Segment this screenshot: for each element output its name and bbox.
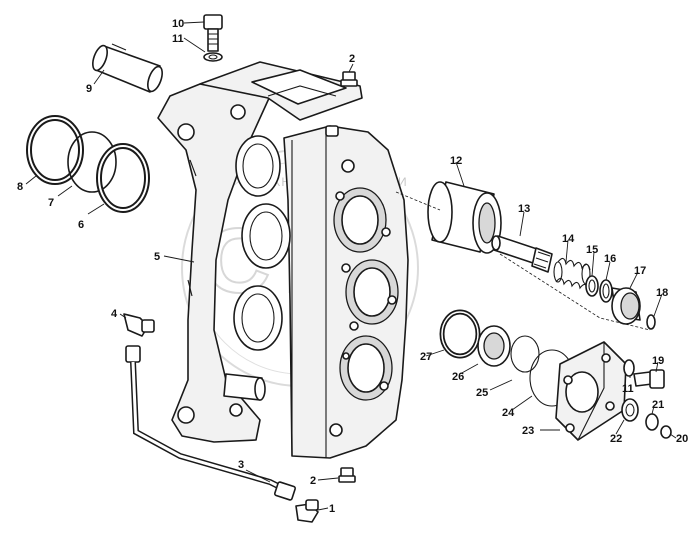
callout-9: 9 (86, 83, 92, 95)
part-2-plug-bottom (338, 467, 356, 483)
callout-12: 12 (450, 155, 462, 167)
part-11-washer-top (203, 52, 223, 62)
part-17-cap (611, 287, 641, 325)
callout-2-top: 2 (349, 53, 355, 65)
part-9-pin (92, 43, 163, 93)
callout-20: 20 (676, 433, 688, 445)
part-11-washer-right (623, 359, 635, 377)
part-3-brake-tube (125, 345, 297, 501)
callout-14: 14 (562, 233, 575, 245)
callout-22: 22 (610, 433, 622, 445)
callout-23: 23 (522, 425, 534, 437)
callout-13: 13 (518, 203, 530, 215)
callout-21: 21 (652, 399, 664, 411)
callout-1: 1 (329, 503, 335, 515)
part-23-cover-plate (555, 341, 627, 441)
callout-27: 27 (420, 351, 432, 363)
callout-labels: 1 2 2 3 4 5 6 7 8 9 10 11 11 12 13 14 15… (17, 18, 688, 515)
callout-11-top: 11 (172, 33, 184, 45)
part-16-ring (599, 279, 613, 303)
part-26-ring (477, 325, 511, 367)
part-13-shaft (491, 235, 553, 273)
part-7-ring (67, 131, 117, 193)
callout-18: 18 (656, 287, 668, 299)
part-21-nut (645, 413, 659, 431)
callout-19: 19 (652, 355, 664, 367)
callout-11-right: 11 (622, 383, 634, 395)
part-22-washer (621, 398, 639, 422)
part-19-bolt (633, 369, 665, 389)
part-4-elbow-fitting (123, 313, 155, 337)
callout-2-bottom: 2 (310, 475, 316, 487)
callout-17: 17 (634, 265, 646, 277)
callout-3: 3 (238, 459, 244, 471)
callout-24: 24 (502, 407, 515, 419)
callout-15: 15 (586, 244, 598, 256)
callout-6: 6 (78, 219, 84, 231)
part-18-clip (646, 314, 656, 330)
part-25-ring (510, 335, 540, 373)
callout-7: 7 (48, 197, 54, 209)
callout-5: 5 (154, 251, 160, 263)
callout-8: 8 (17, 181, 23, 193)
leader-lines (25, 21, 677, 511)
part-20-screw (660, 425, 672, 439)
callout-16: 16 (604, 253, 616, 265)
part-10-bolt (203, 14, 223, 52)
part-6-seal (96, 143, 150, 213)
part-8-seal (26, 115, 84, 185)
part-14-spring (553, 257, 591, 291)
callout-26: 26 (452, 371, 464, 383)
part-15-ring (585, 275, 599, 297)
callout-10: 10 (172, 18, 184, 30)
part-5-caliper-body (157, 61, 409, 459)
part-12-piston (427, 181, 502, 254)
part-1-fitting (295, 499, 319, 523)
callout-4: 4 (111, 308, 118, 320)
part-2-plug-top (340, 71, 358, 87)
callout-25: 25 (476, 387, 488, 399)
part-27-seal (439, 309, 481, 359)
